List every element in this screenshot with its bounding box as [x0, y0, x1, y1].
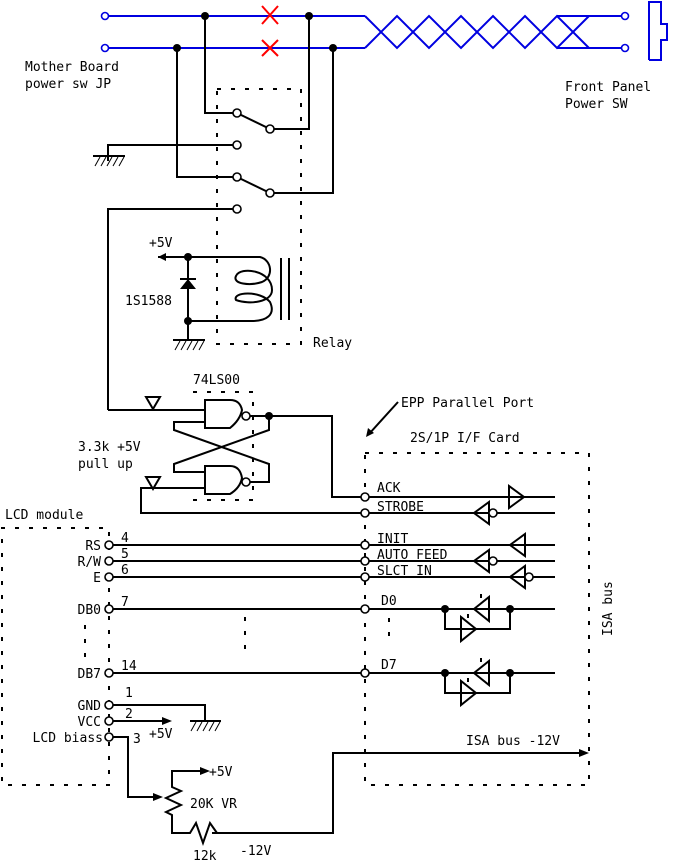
ground-icon [173, 339, 205, 351]
mother-board-label-2: power sw JP [25, 77, 111, 92]
pin-num-2: 2 [125, 707, 133, 722]
variable-resistor-icon [163, 767, 218, 847]
pin-num-5: 5 [121, 547, 129, 562]
minus12v-label: -12V [240, 844, 271, 859]
relay-coil [158, 253, 290, 351]
pullup-label: 3.3k +5V [78, 440, 141, 455]
diode-label: 1S1588 [125, 294, 172, 309]
mother-board-label: Mother Board [25, 60, 119, 75]
relay-box [216, 88, 302, 345]
pin-e: E [93, 571, 101, 586]
port-signal-lines [109, 484, 555, 674]
pullup-label-2: pull up [78, 457, 133, 472]
signal-slct-in: SLCT IN [377, 564, 432, 579]
epp-pointer-arrow [368, 401, 399, 435]
data-buffer-d0 [441, 594, 514, 644]
pin-lcd-bias: LCD biass [33, 731, 103, 746]
card-label: 2S/1P I/F Card [410, 431, 520, 446]
pin-gnd: GND [78, 699, 102, 714]
ic-box [193, 391, 254, 501]
lcd-module-label: LCD module [5, 508, 83, 523]
pin-num-6: 6 [121, 563, 129, 578]
data-buffer-d7 [441, 658, 514, 708]
signal-d7: D7 [381, 658, 397, 673]
power-switch-wires [100, 1, 668, 61]
signal-auto-feed: AUTO FEED [377, 548, 448, 563]
pin-num-7: 7 [121, 595, 129, 610]
relay-contact-wiring [93, 12, 337, 410]
vr-label: 20K VR [190, 797, 237, 812]
pin-num-1: 1 [125, 686, 133, 701]
front-panel-switch-icon [648, 1, 668, 61]
fp-terminal-2 [620, 43, 630, 53]
vcc-5v-label: +5V [149, 727, 173, 742]
relay-label: Relay [313, 336, 352, 351]
pin-num-4: 4 [121, 531, 129, 546]
ground-icon [93, 155, 125, 167]
vr-5v-label: +5V [209, 765, 233, 780]
relay-5v-label: +5V [149, 236, 173, 251]
nand-gates [108, 396, 365, 514]
pin-num-3: 3 [133, 732, 141, 747]
signal-d0: D0 [381, 594, 397, 609]
pin-num-14: 14 [121, 659, 137, 674]
signal-init: INIT [377, 532, 408, 547]
card-terminals [360, 492, 370, 678]
epp-label: EPP Parallel Port [401, 396, 534, 411]
pin-vcc: VCC [78, 715, 101, 730]
cut-marks [261, 5, 279, 57]
pullup-icon [144, 476, 162, 491]
isa-bus-label: ISA bus [601, 581, 616, 636]
pin-db0: DB0 [78, 603, 101, 618]
signal-strobe: STROBE [377, 500, 424, 515]
lcd-pins [104, 540, 114, 742]
front-panel-label: Front Panel [565, 80, 651, 95]
mb-terminal-1 [100, 11, 110, 21]
fp-terminal-1 [620, 11, 630, 21]
ic-label: 74LS00 [193, 373, 240, 388]
pin-db7: DB7 [78, 667, 101, 682]
bias-wire [113, 736, 155, 798]
resistor-label: 12k [193, 849, 217, 864]
gnd-wire [113, 704, 206, 721]
mb-terminal-2 [100, 43, 110, 53]
front-panel-label-2: Power SW [565, 97, 628, 112]
pin-rw: R/W [78, 555, 102, 570]
diode-icon [180, 279, 196, 289]
minus12v-wire [212, 752, 585, 834]
pin-rs: RS [85, 539, 101, 554]
ground-icon [190, 720, 221, 732]
signal-ack: ACK [377, 481, 401, 496]
pullup-icon [144, 396, 162, 411]
isa-minus12-label: ISA bus -12V [466, 734, 560, 749]
